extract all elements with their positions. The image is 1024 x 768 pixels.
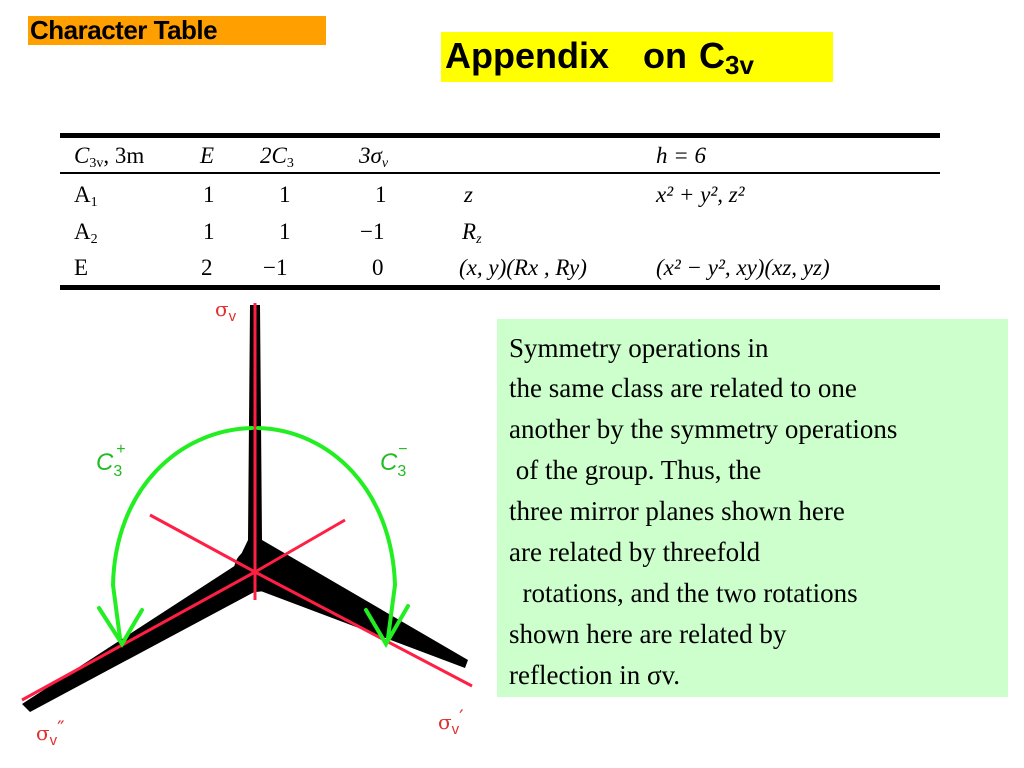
label-sigma-v-top: σv xyxy=(215,297,237,325)
table-header-rule xyxy=(60,172,940,174)
note-line: shown here are related by xyxy=(509,619,787,649)
slide-title: Appendix on C3v xyxy=(441,32,833,82)
row-a1-char-e: 1 xyxy=(203,182,215,207)
table-top-rule xyxy=(60,133,940,138)
row-a2-linear: Rz xyxy=(462,219,482,247)
row-e-quadratic: (x² − y², xy)(xz, yz) xyxy=(656,255,830,280)
note-line: another by the symmetry operations xyxy=(509,414,898,444)
row-a2-irrep: A2 xyxy=(74,219,98,247)
row-e-irrep: E xyxy=(74,255,89,280)
row-e-char-e: 2 xyxy=(201,255,213,280)
character-table-tag: Character Table xyxy=(28,16,326,45)
row-a2-char-c3: 1 xyxy=(279,219,291,244)
row-e-char-c3: −1 xyxy=(263,255,288,280)
label-c3-minus: C3− xyxy=(380,441,408,480)
mirror-planes xyxy=(21,303,473,702)
rotation-arrows xyxy=(97,426,410,648)
mirror-plane-sigma-v-prime xyxy=(254,570,473,688)
row-a2-char-sigma: −1 xyxy=(360,219,385,244)
c3-plus-arc xyxy=(110,426,254,640)
row-a2-char-e: 1 xyxy=(203,219,215,244)
row-a1-quadratic: x² + y², z² xyxy=(656,182,745,207)
title-group-symbol: C xyxy=(699,35,725,76)
title-group-subscript: 3v xyxy=(725,50,754,80)
header-order: h = 6 xyxy=(656,143,707,168)
short-axis-left-up xyxy=(149,513,256,574)
row-a1-linear: z xyxy=(464,182,473,207)
title-word-appendix: Appendix xyxy=(445,35,610,76)
note-line: three mirror planes shown here xyxy=(509,496,845,526)
label-sigma-v-double-prime: σv″ xyxy=(36,716,65,749)
c3-minus-arrow-head-icon xyxy=(364,604,410,648)
note-line: reflection in σv. xyxy=(509,660,680,690)
table-bottom-rule xyxy=(60,285,940,290)
header-class-2c3: 2C3 xyxy=(260,143,294,171)
short-axis-right-up xyxy=(254,518,346,574)
character-table: C3v, 3m E 2C3 3σv h = 6 A1 1 1 1 z x² + … xyxy=(60,133,940,291)
note-line: are related by threefold xyxy=(509,537,761,567)
note-line: the same class are related to one xyxy=(509,373,857,403)
character-table-label: Character Table xyxy=(30,15,218,45)
c3v-symmetry-diagram: σv C3+ C3− σv″ σv′ xyxy=(21,297,473,749)
row-a1-irrep: A1 xyxy=(74,182,98,210)
title-word-on: on xyxy=(643,35,687,76)
molecule-arms xyxy=(22,305,468,712)
note-line: Symmetry operations in xyxy=(509,333,769,363)
header-group: C3v, 3m xyxy=(74,143,145,171)
label-sigma-v-prime: σv′ xyxy=(438,705,464,738)
c3-minus-arc xyxy=(256,426,398,640)
note-line: of the group. Thus, the xyxy=(509,455,762,485)
row-e-linear: (x, y)(Rx , Ry) xyxy=(459,255,587,280)
c3-plus-arrow-head-icon xyxy=(97,606,144,648)
row-a1-char-c3: 1 xyxy=(279,182,291,207)
row-e-char-sigma: 0 xyxy=(372,255,384,280)
label-c3-plus: C3+ xyxy=(96,441,126,480)
header-class-3sigma: 3σv xyxy=(359,143,389,171)
note-line: rotations, and the two rotations xyxy=(509,578,858,608)
header-class-e: E xyxy=(200,143,215,168)
explanation-note: Symmetry operations in the same class ar… xyxy=(497,319,1008,697)
mirror-plane-sigma-v-double-prime xyxy=(21,570,256,702)
row-a1-char-sigma: 1 xyxy=(375,182,387,207)
